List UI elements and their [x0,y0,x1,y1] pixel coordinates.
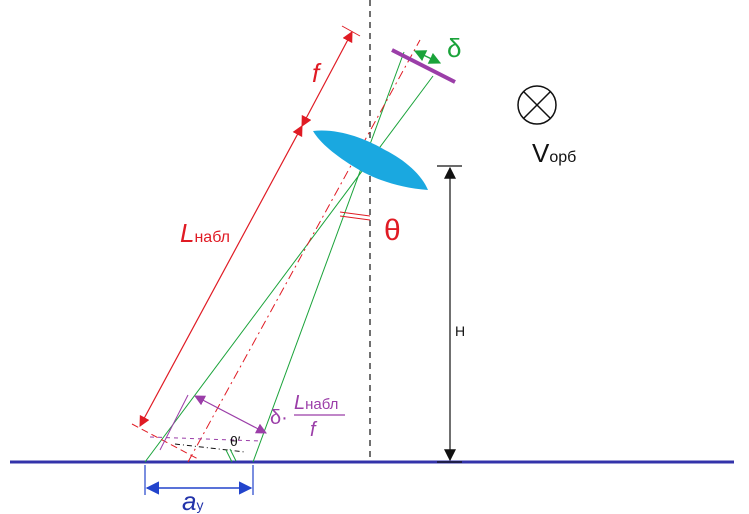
label-l-obs: Lнабл [180,218,230,248]
label-v-orb: Vорб [532,138,576,168]
l-obs-dimension-arrow [139,125,303,427]
label-theta-prime: θ′ [230,433,241,449]
formula-numerator: Lнабл [294,392,338,414]
ray-cone [144,51,434,463]
label-v-orb-main: V [532,138,550,168]
theta-prime-angle-marker [225,448,237,463]
lens [313,130,428,190]
label-a-main: a [182,486,196,514]
detector-bar [391,48,456,84]
delta-arrow [413,50,442,64]
formula-numerator-main: L [294,392,305,414]
ground-detector-projection [149,436,261,442]
label-f: f [312,58,322,88]
label-a-y: ay [182,486,203,514]
label-h: H [455,323,465,339]
l-obs-extension-bottom [131,423,201,461]
label-delta: δ [447,33,461,63]
f-dimension-arrow [301,31,353,127]
formula-numerator-sub: набл [305,396,338,413]
projected-detector-extension [159,394,189,451]
label-l-obs-main: L [180,218,194,248]
projection-formula: δ· Lнабл f [270,392,345,441]
label-theta: θ [384,214,401,247]
theta-angle-marker [339,211,371,221]
label-l-obs-sub: набл [194,229,230,246]
label-a-sub: y [196,497,203,513]
into-page-symbol-icon [517,85,557,125]
f-extension-top [341,25,361,37]
label-v-orb-sub: орб [549,149,576,166]
projected-detector-arrow [194,395,267,434]
formula-delta: δ· [270,407,288,429]
formula-denominator: f [310,419,318,441]
